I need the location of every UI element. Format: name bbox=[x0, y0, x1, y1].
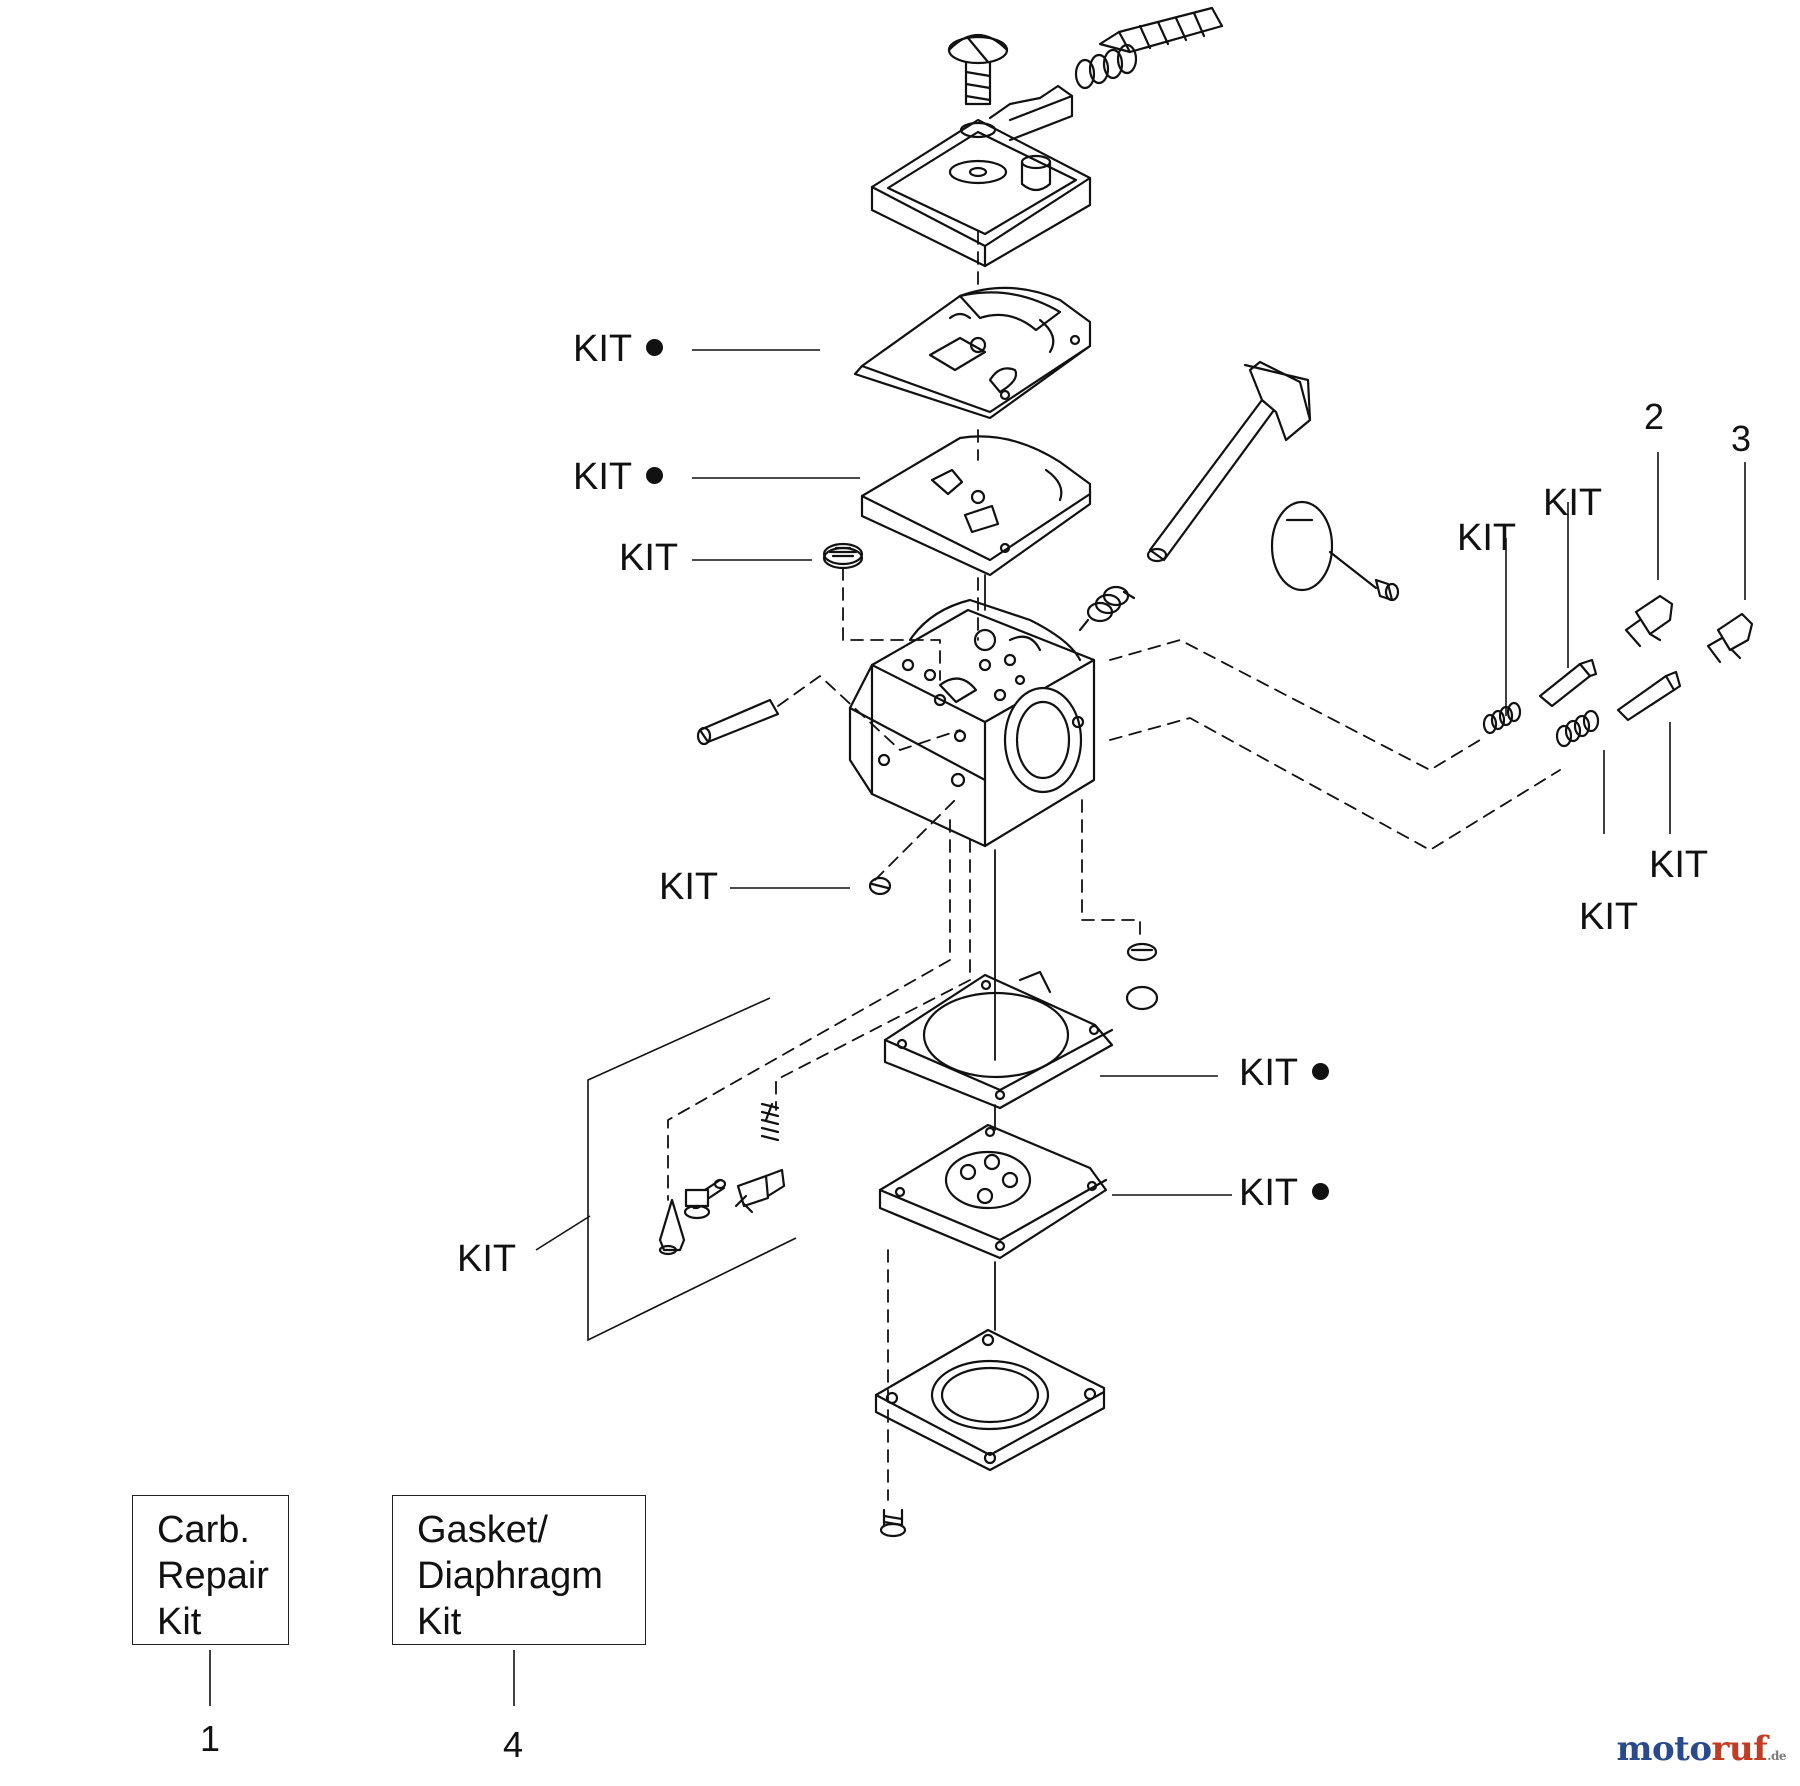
carb-repair-kit-number: 1 bbox=[200, 1718, 221, 1759]
inlet-screen bbox=[822, 542, 864, 570]
kit-bullet-icon bbox=[1312, 1183, 1330, 1201]
metering-gasket-plate bbox=[853, 286, 1092, 420]
pump-diaphragm-plate bbox=[883, 970, 1114, 1110]
pump-gasket-plate bbox=[878, 1123, 1108, 1260]
kit-label: KIT bbox=[1457, 517, 1517, 559]
carb-repair-kit-box: Carb. Repair Kit bbox=[132, 1495, 289, 1645]
kit-label: KIT bbox=[1579, 896, 1639, 938]
kit-label: KIT bbox=[1239, 1054, 1330, 1092]
ref-number: 2 bbox=[1644, 396, 1665, 437]
throttle-shaft bbox=[1146, 360, 1400, 602]
gasket-diaphragm-kit-number: 4 bbox=[503, 1724, 524, 1765]
kit-label: KIT bbox=[457, 1238, 517, 1280]
kit-label: KIT bbox=[619, 537, 679, 579]
kit-label: KIT bbox=[573, 458, 664, 496]
kit-label: KIT bbox=[1239, 1174, 1330, 1212]
watermark-logo: motoruf.de bbox=[1616, 1729, 1786, 1769]
bottom-cover bbox=[874, 1328, 1106, 1472]
bottom-screw bbox=[879, 1508, 907, 1538]
top-cover bbox=[870, 84, 1092, 268]
kit-bullet-icon bbox=[646, 467, 664, 485]
fulcrum-pin bbox=[696, 698, 780, 746]
kit-label: KIT bbox=[1543, 482, 1603, 524]
carburetor-body bbox=[848, 598, 1096, 848]
limiter-caps bbox=[1624, 594, 1754, 664]
adjustment-needles bbox=[1482, 658, 1682, 748]
leader-lines bbox=[209, 349, 1746, 1706]
kit-bullet-icon bbox=[1312, 1063, 1330, 1081]
kit-bullet-icon bbox=[646, 339, 664, 357]
inlet-needle-parts bbox=[658, 1102, 786, 1256]
lower-screen bbox=[1125, 942, 1159, 1011]
inlet-gasket-plate bbox=[860, 435, 1092, 577]
top-cover-screw bbox=[947, 34, 1009, 106]
kit-label: KIT bbox=[1649, 844, 1709, 886]
throttle-return-spring bbox=[1078, 585, 1136, 632]
kit-label: KIT bbox=[659, 866, 719, 908]
idle-screw-and-spring bbox=[1074, 6, 1224, 90]
kit-label: KIT bbox=[573, 330, 664, 368]
gasket-diaphragm-kit-box: Gasket/ Diaphragm Kit bbox=[392, 1495, 646, 1645]
ref-number: 3 bbox=[1731, 418, 1752, 459]
welch-plug bbox=[868, 876, 892, 896]
